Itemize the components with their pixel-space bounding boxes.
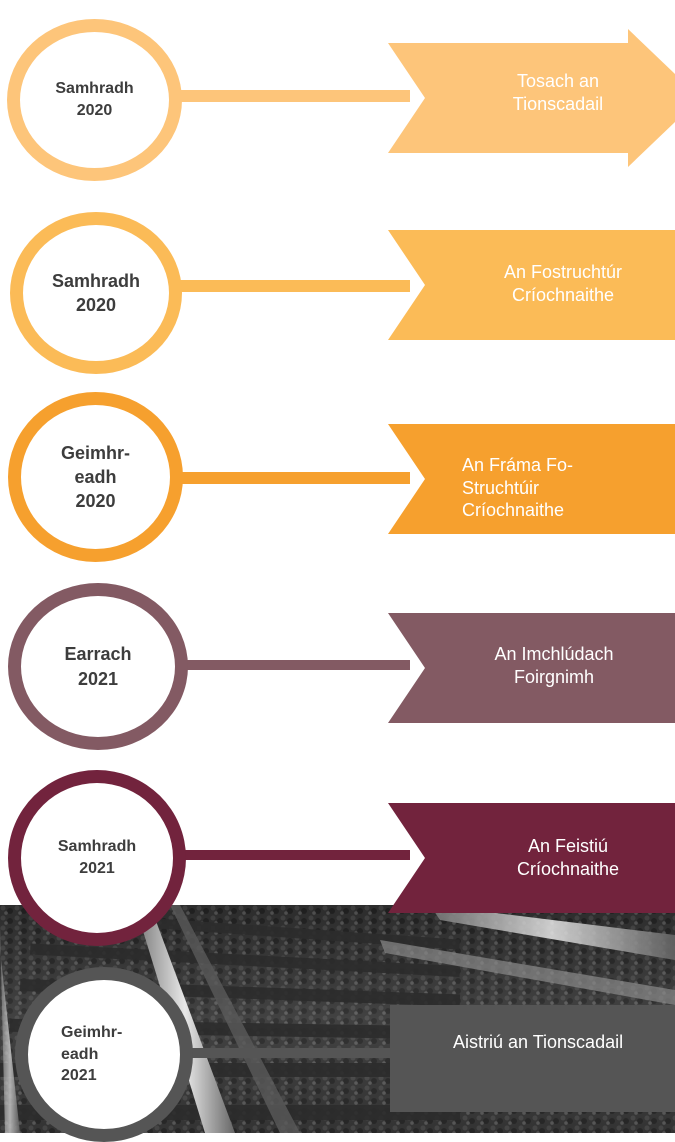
milestone-banner: Tosach an Tionscadail [388, 29, 675, 167]
connector-line [150, 472, 410, 484]
milestone-label: Aistriú an Tionscadail [453, 1032, 624, 1052]
milestone-6: Aistriú an Tionscadail Geimhr- eadh 2021 [0, 950, 675, 1142]
banner-box-shape [390, 1005, 675, 1112]
milestone-3: An Fráma Fo- Struchtúir Críochnaithe Gei… [0, 390, 675, 580]
milestone-date: Samhradh 2021 [57, 838, 137, 877]
milestone-label: Tosach an Tionscadail [512, 71, 604, 114]
milestone-date: Geimhr- eadh 2020 [60, 442, 130, 512]
connector-line [150, 1048, 410, 1058]
banner-ribbon-shape [388, 613, 675, 723]
milestone-date-circle: Samhradh 2020 [7, 19, 182, 181]
connector-line [150, 660, 410, 670]
banner-ribbon-shape [388, 803, 675, 913]
milestone-date-circle: Geimhr- eadh 2021 [15, 967, 193, 1142]
banner-arrow-shape [388, 29, 675, 167]
milestone-1: Tosach an Tionscadail Samhradh 2020 [0, 0, 675, 200]
milestone-label: An Fostruchtúr Críochnaithe [503, 262, 623, 305]
milestone-date-circle: Geimhr- eadh 2020 [8, 392, 183, 562]
milestone-date: Geimhr- eadh 2021 [61, 1024, 123, 1085]
milestone-date-circle: Earrach 2021 [8, 583, 188, 750]
milestone-date: Samhradh 2020 [51, 270, 141, 315]
milestone-banner: An Feistiú Críochnaithe [388, 803, 675, 913]
milestone-label: An Fráma Fo- Struchtúir Críochnaithe [462, 455, 574, 520]
milestone-date-circle: Samhradh 2021 [8, 770, 186, 946]
milestone-5: An Feistiú Críochnaithe Samhradh 2021 [0, 770, 675, 950]
milestone-banner: An Fostruchtúr Críochnaithe [388, 230, 675, 340]
milestone-date: Earrach 2021 [64, 644, 132, 689]
milestone-2: An Fostruchtúr Críochnaithe Samhradh 202… [0, 200, 675, 390]
milestone-label: An Feistiú Críochnaithe [516, 836, 620, 879]
milestone-label: An Imchlúdach Foirgnimh [494, 644, 614, 687]
milestone-banner: Aistriú an Tionscadail [390, 1005, 675, 1112]
connector-line [150, 90, 410, 102]
banner-ribbon-shape [388, 230, 675, 340]
connector-line [150, 850, 410, 860]
milestone-4: An Imchlúdach Foirgnimh Earrach 2021 [0, 580, 675, 770]
connector-line [150, 280, 410, 292]
milestone-banner: An Imchlúdach Foirgnimh [388, 613, 675, 723]
milestone-date-circle: Samhradh 2020 [10, 212, 182, 374]
milestone-date: Samhradh 2020 [55, 80, 134, 119]
milestone-banner: An Fráma Fo- Struchtúir Críochnaithe [388, 424, 675, 534]
banner-ribbon-shape [388, 424, 675, 534]
